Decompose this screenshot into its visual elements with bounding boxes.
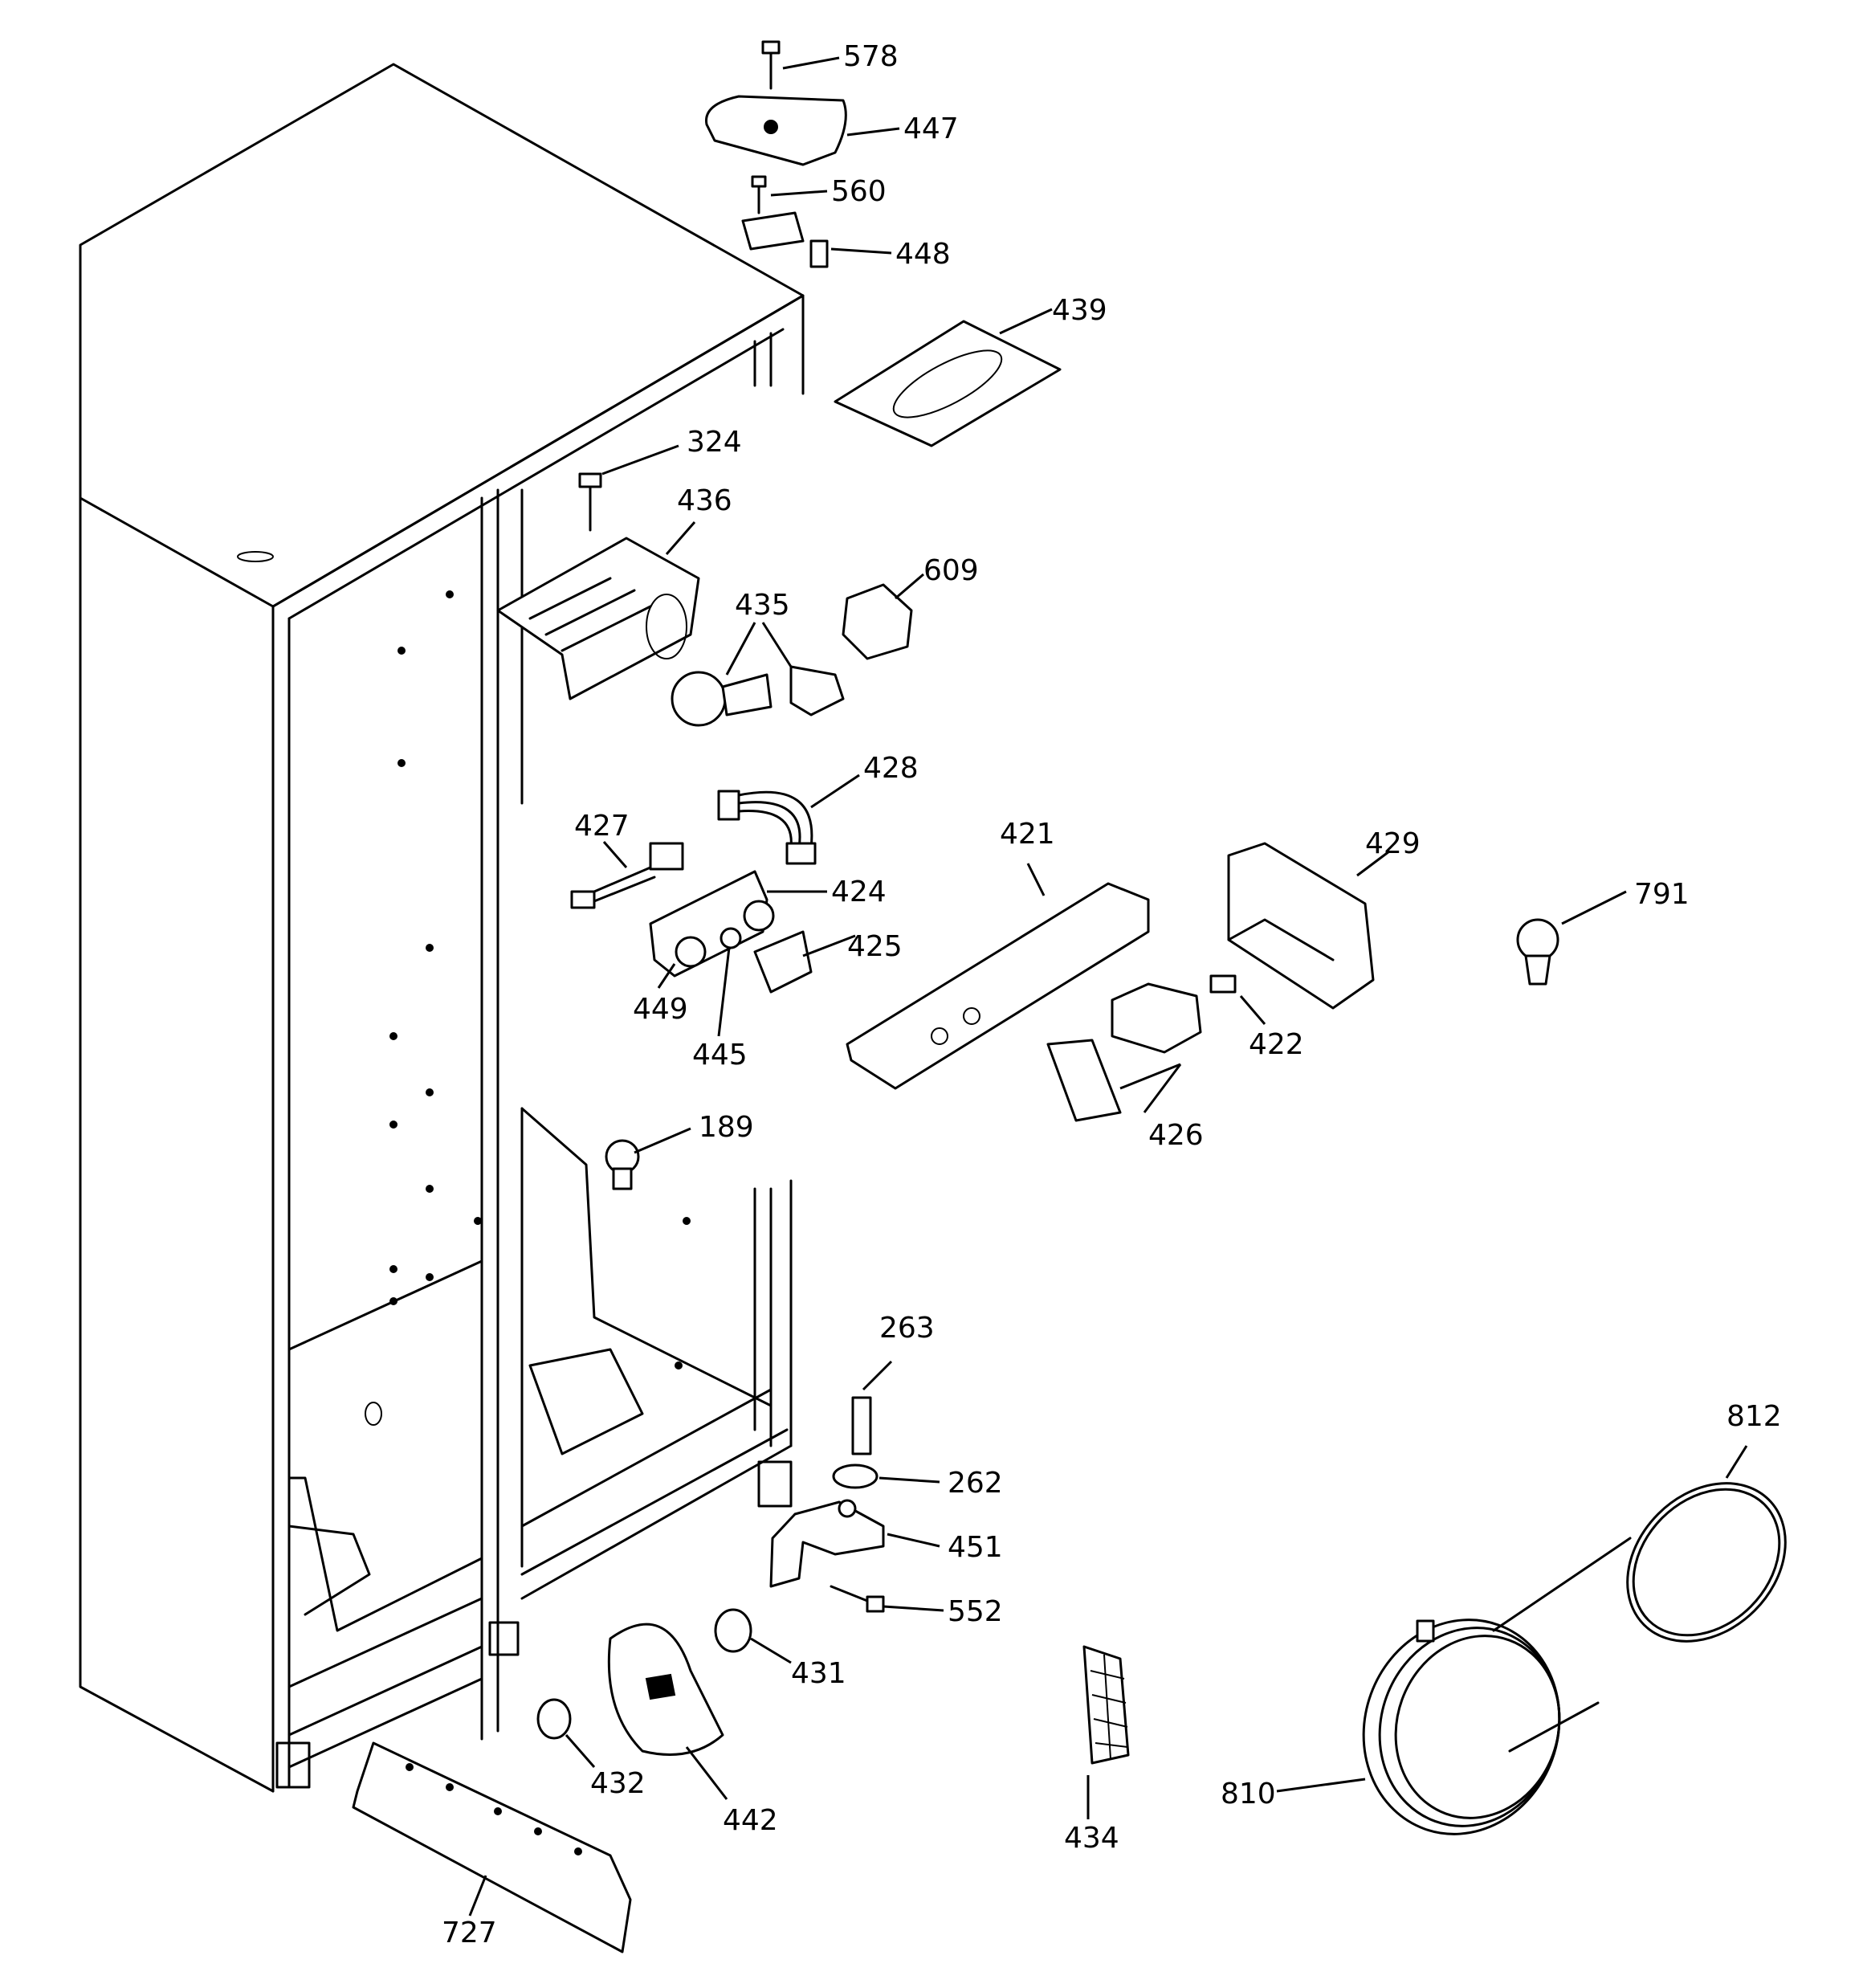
callout-263: 263 — [879, 1312, 935, 1345]
callout-431: 431 — [791, 1657, 846, 1690]
part-429-cover — [1227, 842, 1375, 1010]
part-578-screw — [761, 40, 781, 90]
callout-421: 421 — [1000, 818, 1055, 851]
part-727-kick-plate — [352, 1741, 632, 1953]
callout-447: 447 — [903, 112, 959, 145]
callout-425: 425 — [847, 930, 903, 963]
callout-560: 560 — [831, 175, 887, 208]
part-812-coil — [1626, 1482, 1787, 1643]
part-424-control — [649, 870, 775, 978]
part-552-screw — [830, 1585, 885, 1613]
callout-429: 429 — [1365, 827, 1421, 860]
part-442-damper — [607, 1623, 724, 1756]
callout-435: 435 — [735, 589, 790, 622]
callout-578: 578 — [843, 40, 899, 73]
part-431-cap — [714, 1608, 752, 1653]
callout-262: 262 — [948, 1467, 1003, 1500]
part-434-grille — [1082, 1645, 1130, 1765]
refrigerator-cabinet — [79, 63, 805, 1793]
callout-727: 727 — [442, 1917, 497, 1949]
callout-434: 434 — [1064, 1822, 1119, 1855]
callout-552: 552 — [948, 1595, 1003, 1628]
callout-labels: 578 447 560 448 439 324 436 609 435 428 … — [442, 40, 1782, 1949]
callout-432: 432 — [590, 1767, 646, 1800]
callout-424: 424 — [831, 876, 887, 908]
part-324-screw — [578, 472, 602, 532]
callout-436: 436 — [677, 484, 732, 517]
part-560-screw — [751, 175, 767, 214]
callout-426: 426 — [1148, 1119, 1204, 1152]
part-426-light-housing — [1046, 982, 1202, 1122]
part-427-harness — [570, 842, 684, 909]
part-436-light-shield — [496, 537, 700, 700]
callout-324: 324 — [687, 426, 742, 459]
callout-428: 428 — [863, 752, 919, 785]
callout-189: 189 — [699, 1111, 754, 1144]
part-432-cap — [536, 1698, 572, 1740]
part-791-plug — [1516, 918, 1559, 986]
part-262-bushing — [832, 1463, 879, 1489]
callout-445: 445 — [692, 1039, 748, 1072]
part-428-harness — [717, 790, 817, 865]
part-189-plug — [605, 1139, 640, 1190]
callout-609: 609 — [923, 554, 979, 587]
callout-791: 791 — [1634, 878, 1690, 911]
part-451-hinge — [769, 1499, 885, 1588]
callout-810: 810 — [1221, 1778, 1276, 1810]
part-263-switch — [851, 1396, 872, 1455]
part-445-knob-insert — [720, 927, 742, 949]
callout-812: 812 — [1726, 1400, 1782, 1433]
leader-lines — [468, 56, 1748, 1917]
callout-439: 439 — [1052, 294, 1107, 327]
part-421-housing — [846, 882, 1150, 1090]
callout-448: 448 — [895, 238, 951, 271]
callout-422: 422 — [1249, 1028, 1304, 1061]
part-439-tray — [834, 320, 1062, 447]
part-810-water-line — [1362, 1537, 1632, 1835]
part-448-hinge — [741, 211, 829, 268]
part-422-clip — [1209, 974, 1237, 994]
part-425-knob — [753, 930, 813, 994]
callout-442: 442 — [723, 1804, 778, 1837]
part-609-relay — [842, 583, 913, 660]
callout-427: 427 — [574, 810, 630, 843]
callout-451: 451 — [948, 1531, 1003, 1564]
part-447-hinge-cover — [705, 95, 847, 166]
part-435-bulb-socket — [671, 665, 845, 727]
callout-449: 449 — [633, 993, 688, 1026]
